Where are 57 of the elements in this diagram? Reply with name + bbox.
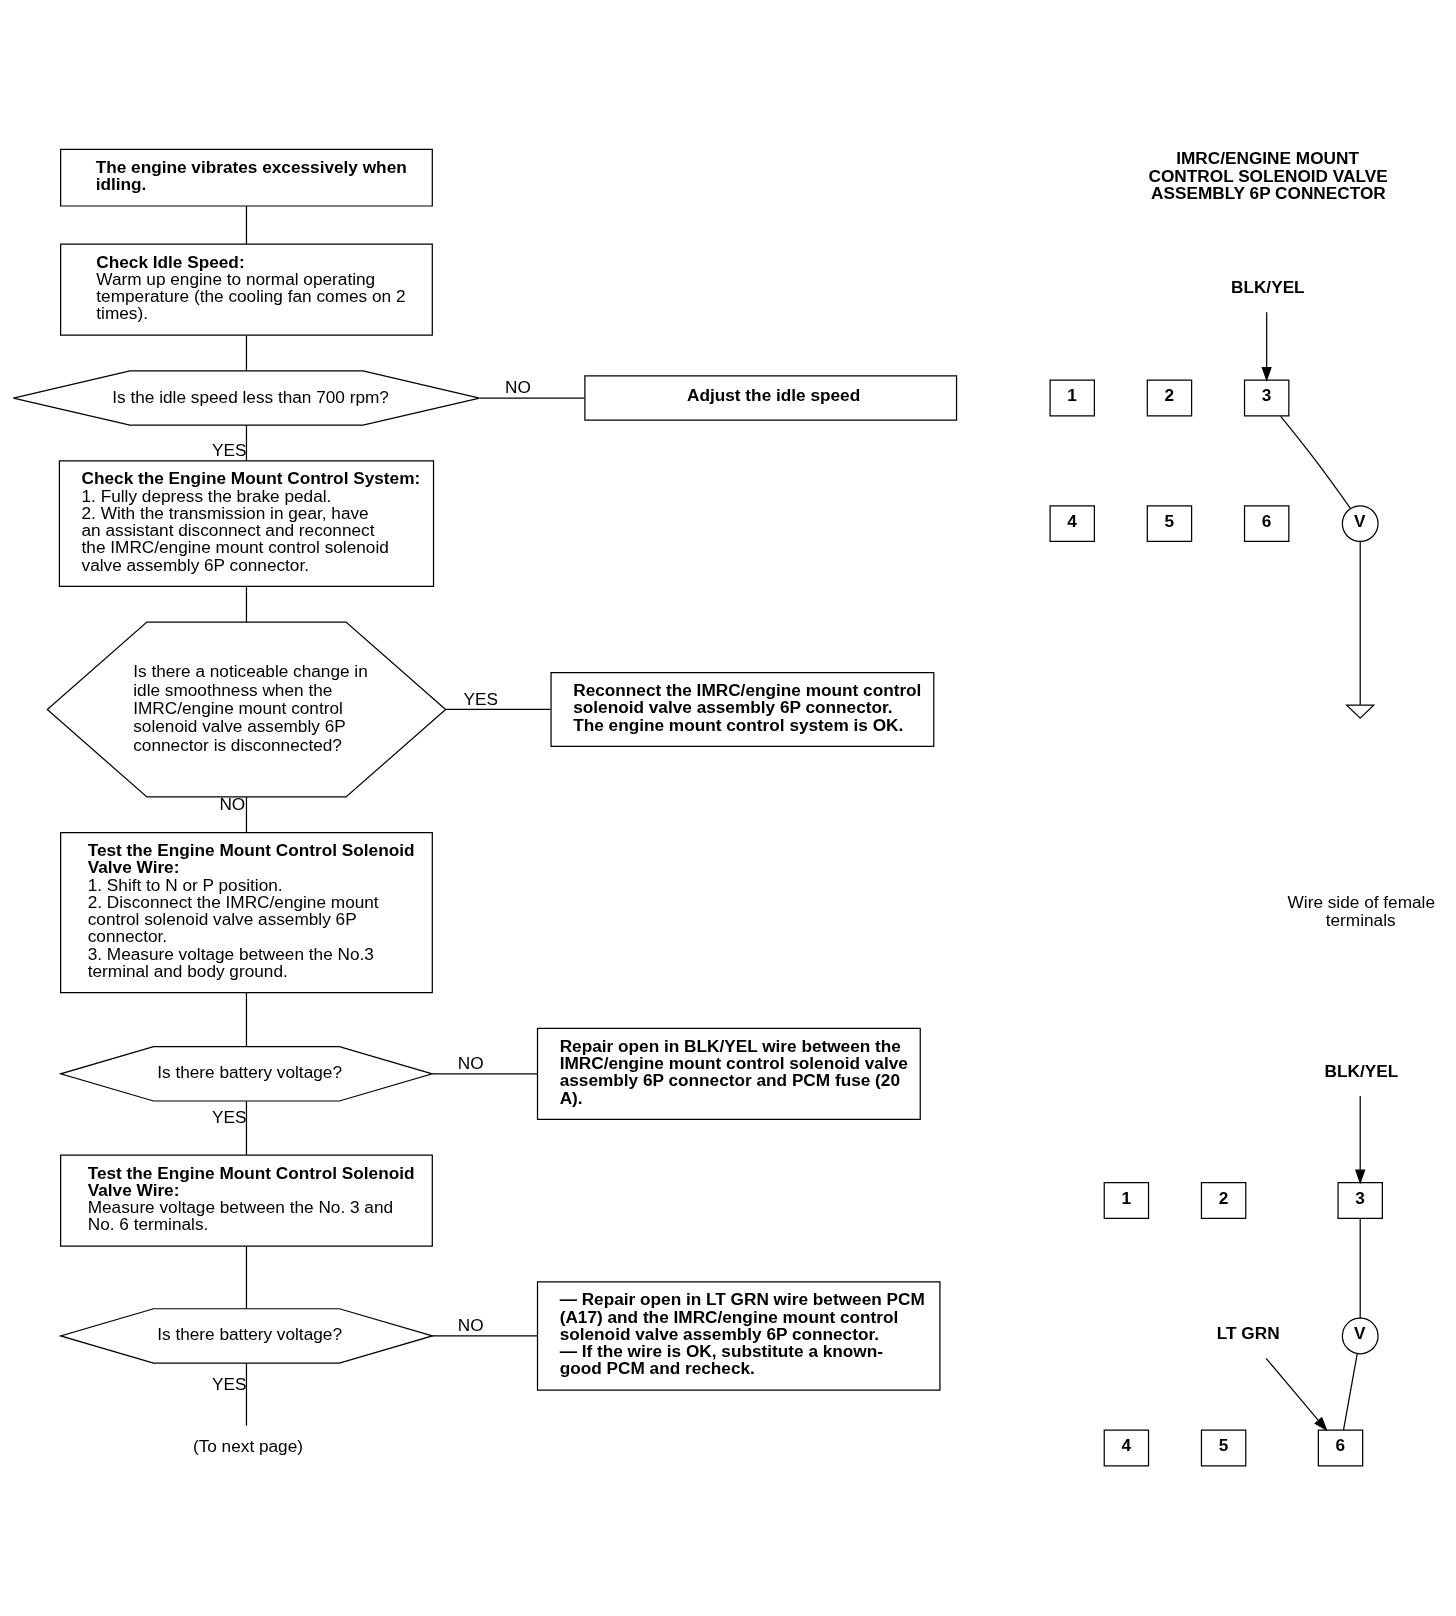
- node-ground: [1345, 704, 1376, 719]
- node-box: 2: [1200, 1181, 1247, 1219]
- connector: [245, 1245, 248, 1309]
- node-box: 2: [1146, 379, 1193, 416]
- node-text: BLK/YEL: [1230, 276, 1305, 297]
- node-box: 6: [1243, 504, 1290, 542]
- node-box: 1: [1049, 379, 1095, 416]
- node-box: 4: [1049, 504, 1095, 542]
- edge-label: NO: [457, 1314, 484, 1335]
- connector: [245, 991, 248, 1047]
- node-text: BLK/YEL: [1324, 1060, 1399, 1081]
- node-box: The engine vibrates excessively when idling.: [60, 148, 433, 207]
- arrow: [1265, 1357, 1328, 1431]
- connector: [245, 585, 248, 623]
- node-box: 5: [1146, 504, 1193, 542]
- node-box: 1: [1103, 1181, 1150, 1219]
- connector: [245, 204, 248, 244]
- edge-label: YES: [212, 1373, 247, 1394]
- edge-label: YES: [212, 1106, 247, 1127]
- node-box: Test the Engine Mount Control Solenoid Valve Wire: Measure voltage between the No. 3 and No. 6 terminals.: [60, 1153, 433, 1247]
- edge-label: NO: [505, 376, 531, 397]
- node-box: Check the Engine Mount Control System: 1. Fully depress the brake pedal. 2. With the transmission in gear, have an assistant disconnect and reconnect the IMRC/engine mount control solenoid valve assembly 6P connector.: [58, 459, 435, 587]
- node-box: 3: [1243, 379, 1290, 416]
- node-text: (To next page): [192, 1435, 304, 1456]
- node-box: Adjust the idle speed: [584, 374, 958, 421]
- node-circle: V: [1341, 1316, 1379, 1354]
- arrow: [1355, 1095, 1366, 1184]
- connector: [1359, 540, 1361, 705]
- edge-label: YES: [212, 439, 247, 460]
- label: Wire side of female terminals: [1287, 891, 1435, 930]
- node-text: LT GRN: [1216, 1322, 1280, 1343]
- node-box: 4: [1103, 1428, 1150, 1466]
- connector: [1280, 415, 1352, 509]
- connector: [431, 1072, 538, 1074]
- connector: [245, 1362, 248, 1426]
- connector: [431, 1334, 538, 1337]
- edge-label: YES: [463, 688, 499, 709]
- connector: [245, 334, 248, 371]
- node-box: 3: [1337, 1181, 1383, 1219]
- connector: [1342, 1352, 1358, 1431]
- node-circle: V: [1341, 504, 1379, 542]
- connector: [479, 396, 586, 399]
- node-box: Test the Engine Mount Control Solenoid Valve Wire: 1. Shift to N or P position. 2. Disconnect the IMRC/engine mount control solenoid valve assembly 6P connector. 3. Measure voltage between the No.3 terminal and body ground.: [60, 831, 433, 993]
- node-box: Reconnect the IMRC/engine mount control solenoid valve assembly 6P connector. The engine mount control system is OK.: [550, 671, 935, 747]
- node-box: — Repair open in LT GRN wire between PCM (A17) and the IMRC/engine mount control solenoid valve assembly 6P connector. — If the wire is OK, substitute a known-good PCM and recheck.: [536, 1280, 941, 1391]
- connector: [444, 708, 552, 710]
- connector: [245, 795, 248, 833]
- node-box: Check Idle Speed: Warm up engine to normal operating temperature (the cooling fan comes on 2 times).: [60, 243, 433, 336]
- node-box: 6: [1317, 1428, 1364, 1466]
- connector: [245, 424, 248, 461]
- label: IMRC/ENGINE MOUNT CONTROL SOLENOID VALVE ASSEMBLY 6P CONNECTOR: [1148, 147, 1388, 203]
- node-box: Repair open in BLK/YEL wire between the IMRC/engine mount control solenoid valve assembly 6P connector and PCM fuse (20 A).: [536, 1027, 921, 1120]
- connector: [245, 1100, 248, 1156]
- connector: [1359, 1217, 1361, 1319]
- node-box: 5: [1200, 1428, 1247, 1466]
- arrow: [1261, 311, 1272, 382]
- edge-label: NO: [457, 1052, 484, 1073]
